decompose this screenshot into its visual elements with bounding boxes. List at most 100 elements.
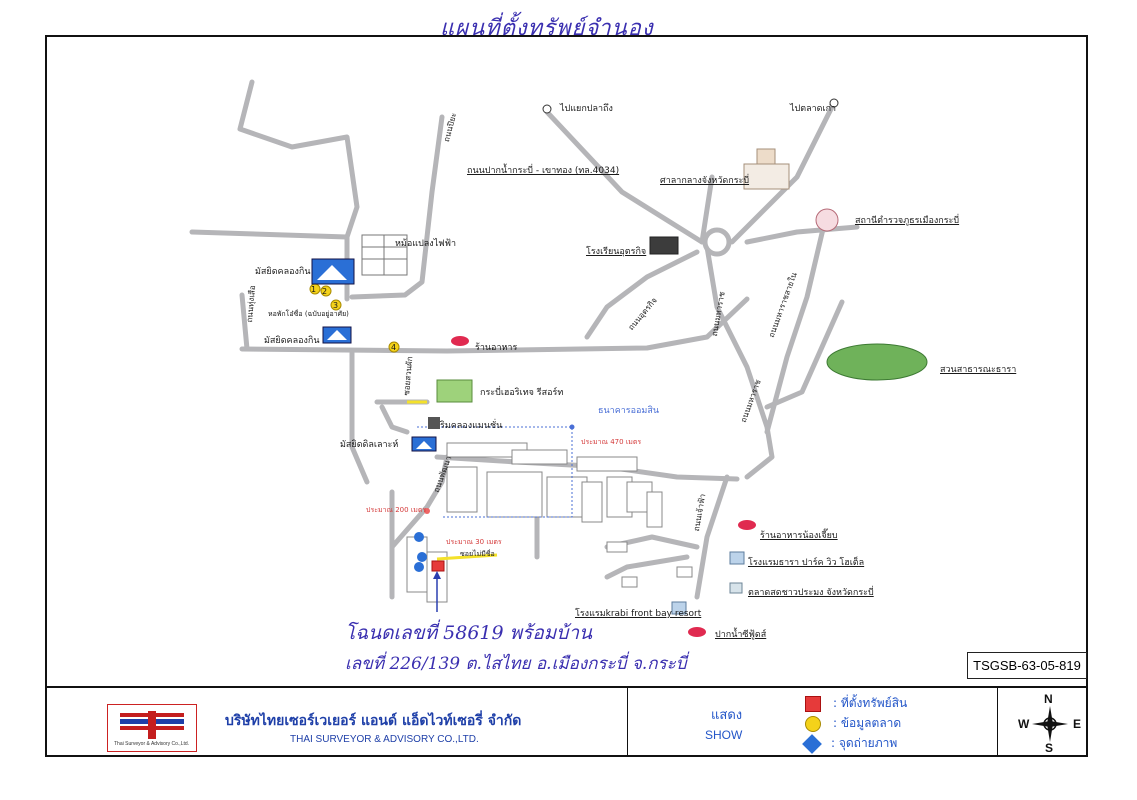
label-to-laem: ไปแยกปลาถึง [560,104,613,114]
road-left-spur [189,229,350,240]
marker-2: 2 [322,287,328,296]
seafood-icon [688,627,706,637]
company-logo: Thai Surveyor & Advisory Co.,Ltd. [107,704,197,752]
label-hotel-small: หอพักโอ๋ซื่อ (ฉบับอยู่อาศัย) [268,310,349,318]
photo-marker-2 [417,552,427,562]
road-upper-left [237,79,360,302]
label-resort: กระบี่เฮอริเทจ รีสอร์ท [480,388,564,398]
direction-arrow-right [829,98,839,108]
footer-legend-cell [628,688,998,757]
handwriting-line-1: โฉนดเลขที่ 58619 พร้อมบ้าน [345,622,593,644]
road-utarakit-diag [584,249,700,340]
road-lower-loop2 [604,554,690,580]
compass-e: E [1073,717,1082,731]
road-mid [704,244,775,480]
resort-icon [436,379,473,403]
circle-icon [805,715,821,732]
legend-property: : ที่ตั้งทรัพย์สิน [805,694,907,713]
road-left-vertical [239,292,250,352]
property-marker [431,560,445,572]
road-main-horizontal [239,296,750,354]
road-short-north [699,174,715,245]
road-transformer [349,114,445,300]
marker-4: 4 [391,343,397,352]
legend-title-en: SHOW [705,728,743,742]
road-south-east [694,474,730,600]
marker-3: 3 [333,301,339,310]
label-park: สวนสาธารณะธารา [940,365,1017,375]
label-police: สถานีตำรวจภูธรเมืองกระบี่ [855,216,960,226]
legend-title-th: แสดง [711,708,743,723]
map-code: TSGSB-63-05-819 [967,652,1087,679]
legend-photo-label: : จุดถ่ายภาพ [831,736,898,750]
restaurant-icon [451,336,469,346]
label-school: โรงเรียนอุตรกิจ [586,247,647,257]
map-frame [45,35,1088,757]
handwriting-line-2: เลขที่ 226/139 ต.ไสไทย อ.เมืองกระบี่ จ.ก… [345,654,687,674]
photo-marker-1 [414,532,424,542]
road-right-branch [764,299,845,410]
road-right [764,209,830,435]
legend-property-label: : ที่ตั้งทรัพย์สิน [833,696,908,710]
label-transformer: หม้อแปลงไฟฟ้า [395,239,457,249]
company-name-en: THAI SURVEYOR & ADVISORY CO.,LTD. [290,734,479,745]
road-to-laem [544,109,705,245]
label-restaurant: ร้านอาหาร [475,343,518,353]
label-mosque-3: มัสยิดดิลเลาะห์ [340,440,399,450]
route-point [569,424,575,430]
front-bay-icon [671,601,687,615]
square-icon [805,695,821,712]
dotted-route [417,426,573,518]
label-road-4034: ถนนปากน้ำกระบี่ - เขาทอง (ทล.4034) [467,166,620,176]
mosque-icons [311,258,437,452]
compass-n: N [1044,692,1053,706]
road-center-vertical [349,349,370,485]
roundabout [702,227,732,257]
label-mosque-2: มัสยิดคลองกิน [264,336,320,346]
hotel-icon [729,551,745,565]
direction-arrow-left [542,104,552,114]
camera-marker-icon [802,733,822,754]
label-distance-470: ประมาณ 470 เมตร [581,438,642,446]
label-tower: ธนาคารออมสิน [598,406,659,416]
logo-caption: Thai Surveyor & Advisory Co.,Ltd. [114,741,190,747]
marker-1: 1 [311,285,317,294]
park-icon [826,343,928,381]
company-name-th: บริษัทไทยเซอร์เวเยอร์ แอนด์ แอ็ดไวท์เซอร… [225,713,522,729]
market-markers [309,283,400,353]
label-distance-200: ประมาณ 200 เมตร [366,506,427,514]
compass: N S W E [1018,692,1082,755]
compass-s: S [1045,741,1054,755]
arrow-head [433,571,441,579]
label-mansion: ริมคลองแมนชั่น [440,421,503,431]
legend-photo: : จุดถ่ายภาพ [802,733,898,754]
label-mosque-1: มัสยิดคลองกิน [255,267,311,277]
road-east [744,224,860,245]
label-distance-30: ประมาณ 30 เมตร [446,538,502,546]
label-fishing-market: ตลาดสดชาวประมง จังหวัดกระบี่ [748,588,874,598]
compass-rose-icon [1032,706,1068,742]
legend-market: : ข้อมูลตลาด [805,714,901,733]
label-seafood: ปากน้ำซีฟู้ดส์ [715,630,767,640]
route-point-2 [424,508,430,514]
label-park-view-hotel: โรงแรมธารา ปาร์ค วิว โฮเต็ล [748,558,865,568]
restaurant-icon-2 [738,520,756,530]
logo-icon [120,711,184,739]
footer-company-cell: Thai Surveyor & Advisory Co.,Ltd. บริษัท… [45,688,628,757]
province-hall-icon [743,148,790,190]
label-front-bay: โรงแรมkrabi front bay resort [575,609,702,619]
label-province-hall: ศาลากลางจังหวัดกระบี่ [660,176,750,186]
transformer-grid [361,234,408,276]
building-blocks [406,442,693,603]
road-to-talat [729,104,835,245]
school-icon [649,236,679,255]
compass-w: W [1018,717,1030,731]
legend-market-label: : ข้อมูลตลาด [833,716,902,730]
footer: Thai Surveyor & Advisory Co.,Ltd. บริษัท… [45,686,1088,757]
label-to-talat: ไปตลาดเก่า [790,104,837,114]
market-icon [729,582,743,594]
mansion-icon [428,417,440,429]
photo-marker-3 [414,562,424,572]
road-map [189,79,928,637]
police-icon [815,208,839,232]
